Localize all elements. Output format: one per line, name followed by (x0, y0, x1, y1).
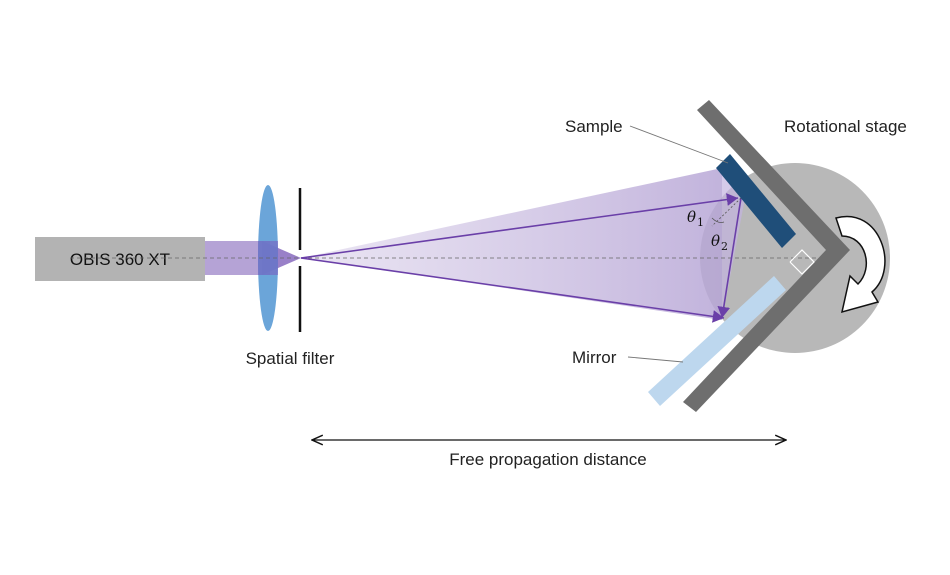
spatial-filter-label: Spatial filter (246, 349, 335, 368)
laser-label: OBIS 360 XT (70, 250, 170, 269)
laser-body (35, 237, 205, 281)
rotation-arrow-icon (835, 215, 886, 314)
stage-plate (683, 100, 850, 412)
svg-text:θ: θ (711, 232, 720, 250)
sample (716, 154, 796, 248)
rotational-stage-label: Rotational stage (784, 117, 907, 136)
mirror-leader (627, 356, 684, 363)
ray-sample-to-mirror (717, 197, 742, 319)
theta2-label: θ 2 (711, 232, 728, 253)
sample-leader (629, 125, 729, 164)
theta1-arc (711, 217, 725, 223)
ray-to-mirror (300, 257, 725, 323)
distance-label: Free propagation distance (449, 450, 647, 469)
mirror-label: Mirror (572, 348, 617, 367)
svg-text:2: 2 (721, 240, 728, 253)
theta1-label: θ 1 (687, 208, 704, 229)
svg-text:θ: θ (687, 208, 696, 226)
svg-text:1: 1 (697, 216, 704, 229)
diverging-beam (301, 168, 722, 320)
sample-label: Sample (565, 117, 623, 136)
mirror (648, 276, 786, 406)
right-angle-mark-icon (789, 249, 815, 275)
ray-to-sample (300, 193, 739, 259)
